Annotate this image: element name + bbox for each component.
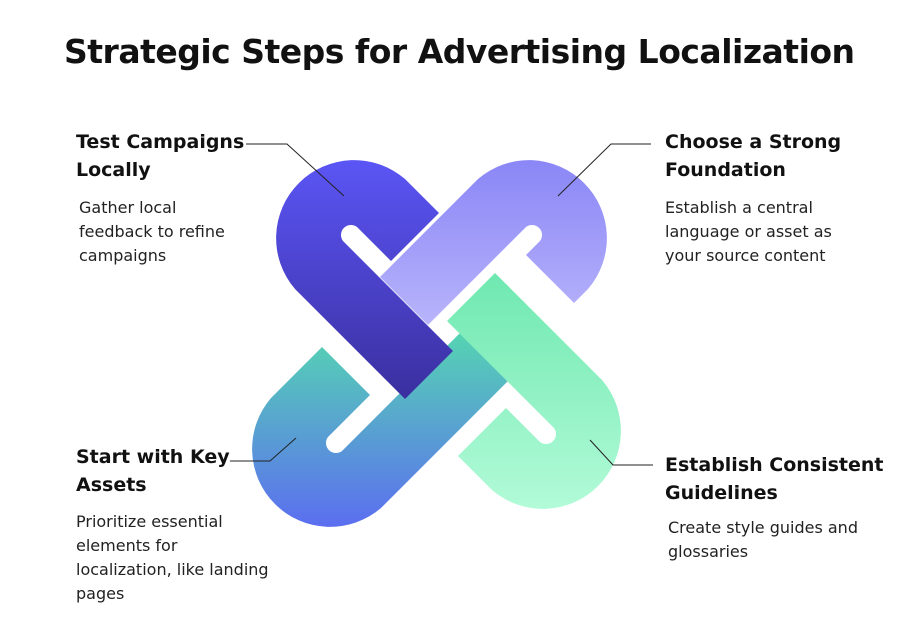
link-bottom-left [252, 326, 515, 527]
step-title-test-campaigns: Test Campaigns Locally [76, 131, 245, 181]
page-title: Strategic Steps for Advertising Localiza… [64, 32, 855, 71]
connector-bottom-right [589, 439, 653, 466]
connector-top-right [557, 143, 651, 197]
connector-bottom-left [230, 437, 297, 462]
step-title-consistent-guidelines: Establish Consistent Guidelines [665, 454, 884, 504]
link-top-right [380, 160, 607, 325]
step-description-consistent-guidelines: Create style guides and glossaries [668, 518, 858, 561]
step-title-key-assets: Start with Key Assets [76, 446, 230, 496]
step-description-key-assets: Prioritize essential elements for locali… [76, 512, 269, 603]
step-title-strong-foundation: Choose a Strong Foundation [665, 131, 842, 181]
step-description-strong-foundation: Establish a central language or asset as… [665, 198, 832, 265]
step-description-test-campaigns: Gather local feedback to refine campaign… [79, 198, 225, 265]
link-top-left [276, 160, 453, 399]
connector-top-left [246, 143, 345, 197]
link-bottom-right [447, 273, 621, 509]
